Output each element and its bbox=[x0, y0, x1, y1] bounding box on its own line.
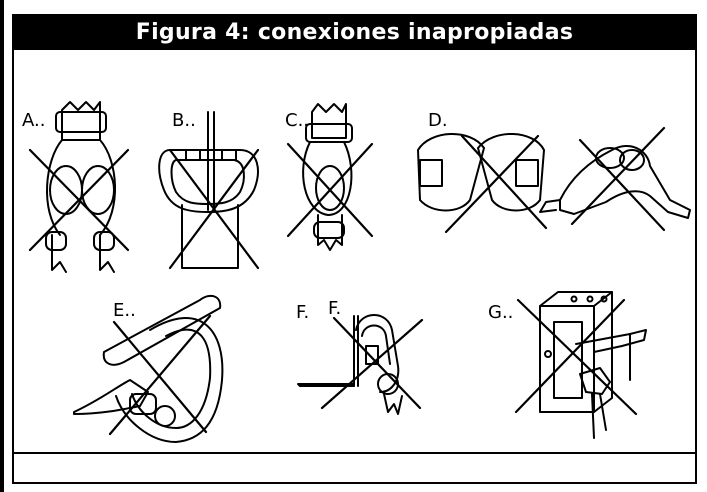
panel-d-cross-left bbox=[444, 134, 548, 234]
panel-c-drawing bbox=[302, 103, 353, 251]
panel-e-label: E.. bbox=[113, 300, 136, 321]
panel-e-cross bbox=[108, 314, 212, 436]
panel-f-cross bbox=[320, 316, 424, 410]
panel-a-drawing bbox=[45, 101, 117, 273]
panel-g-cross bbox=[514, 298, 638, 416]
panel-g-label: G.. bbox=[488, 302, 514, 323]
panel-b-label: B.. bbox=[172, 110, 196, 131]
panel-d-label: D. bbox=[428, 110, 448, 131]
page-left-rule bbox=[0, 0, 4, 492]
panel-b-drawing bbox=[158, 111, 259, 269]
panel-d-cross-right bbox=[570, 126, 666, 232]
figure-title: Figura 4: conexiones inapropiadas bbox=[12, 14, 697, 50]
panel-c-cross bbox=[286, 142, 374, 238]
panel-f-drawing bbox=[297, 314, 403, 415]
panel-c-label: C.. bbox=[285, 110, 310, 131]
panel-b-cross bbox=[168, 148, 260, 270]
panel-a-label: A.. bbox=[22, 110, 46, 131]
panel-a-cross bbox=[28, 148, 130, 252]
panel-g-drawing bbox=[539, 291, 647, 439]
panel-f-label-outer: F. bbox=[296, 302, 310, 323]
panel-f-label-inner: F. bbox=[328, 298, 342, 319]
panel-d-drawing bbox=[417, 133, 691, 219]
panel-e-drawing bbox=[73, 294, 224, 443]
figure-body bbox=[14, 50, 695, 454]
